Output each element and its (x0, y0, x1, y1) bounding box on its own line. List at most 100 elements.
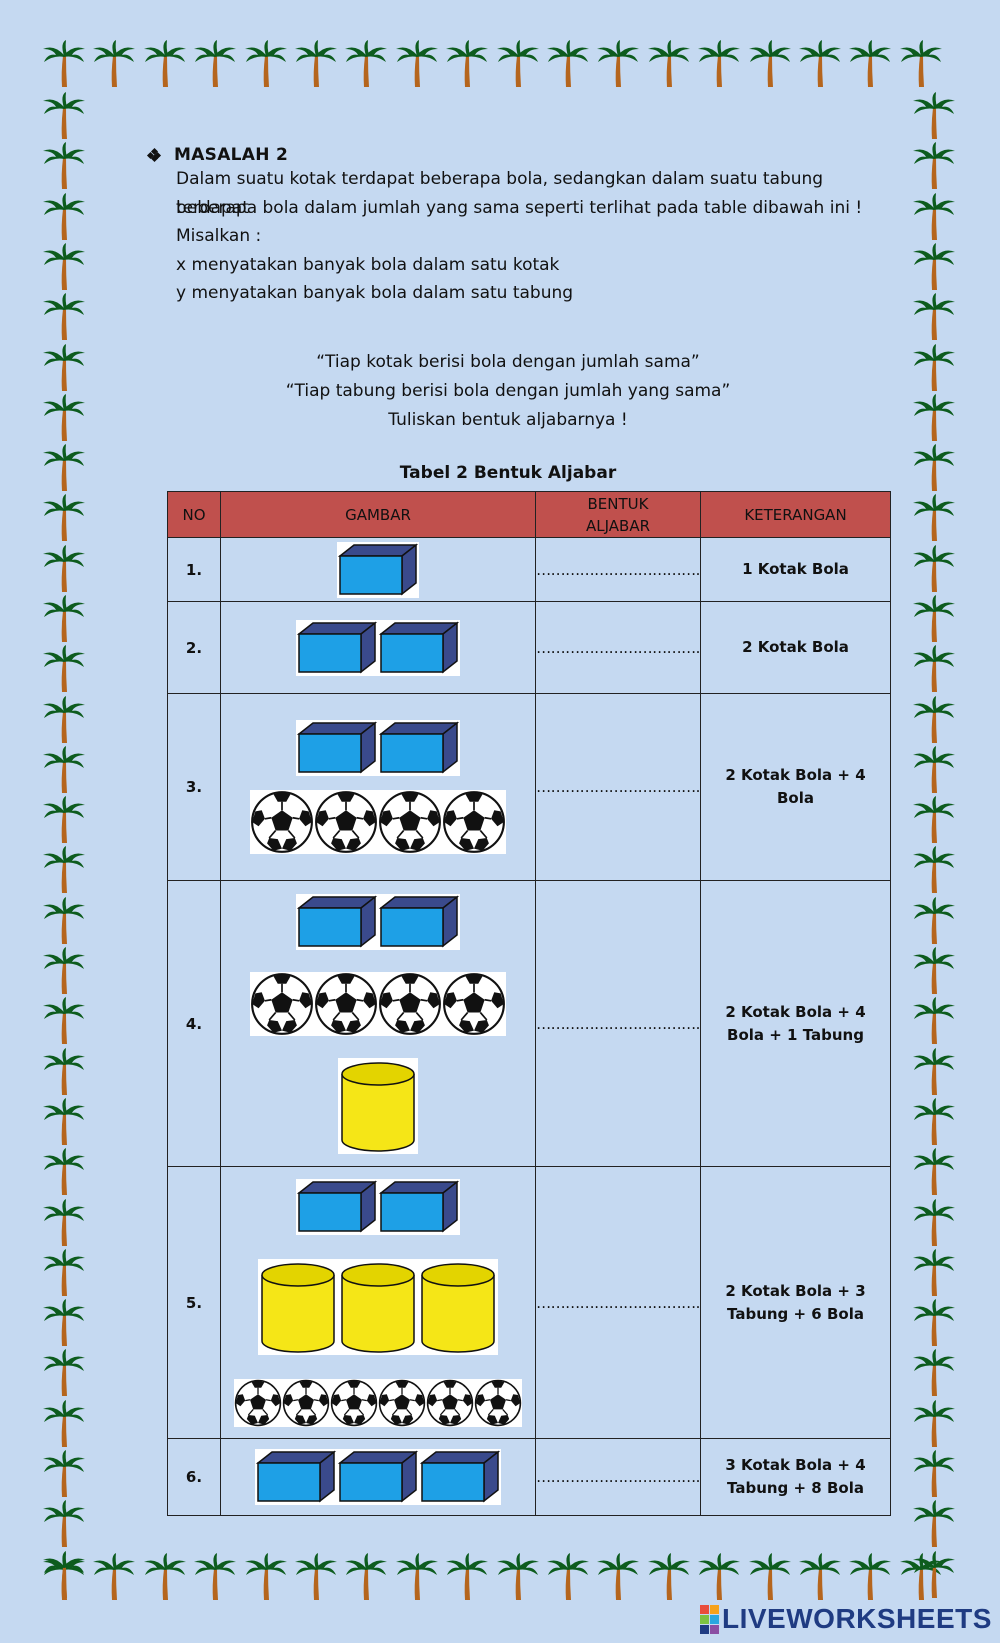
row-keterangan: 3 Kotak Bola + 4 Tabung + 8 Bola (700, 1438, 891, 1516)
table-row: 5.…………………………….2 Kotak Bola + 3 Tabung + … (167, 1166, 891, 1439)
palm-tree-icon (42, 595, 86, 643)
blue-box-icon (419, 1449, 501, 1505)
palm-tree-icon (496, 40, 540, 88)
palm-tree-icon (42, 1500, 86, 1548)
row-picture (220, 1438, 536, 1516)
row-keterangan: 2 Kotak Bola + 3 Tabung + 6 Bola (700, 1166, 891, 1439)
palm-tree-icon (42, 243, 86, 291)
algebra-answer-blank[interactable]: ……………………………. (535, 1166, 701, 1439)
palm-tree-icon (912, 494, 956, 542)
palm-tree-icon (697, 1553, 741, 1601)
blue-box-icon (296, 619, 378, 676)
palm-tree-icon (244, 40, 288, 88)
palm-tree-icon (912, 394, 956, 442)
palm-tree-icon (42, 1199, 86, 1247)
soccer-ball-icon (330, 1378, 378, 1427)
palm-tree-icon (848, 1553, 892, 1601)
palm-tree-icon (912, 92, 956, 140)
palm-tree-icon (912, 1249, 956, 1297)
blue-box-icon (255, 1449, 337, 1505)
palm-tree-icon (912, 1048, 956, 1096)
palm-tree-icon (798, 40, 842, 88)
blue-box-icon (378, 619, 460, 676)
algebra-answer-blank[interactable]: ……………………………. (535, 693, 701, 881)
palm-tree-icon (42, 796, 86, 844)
row-picture (220, 601, 536, 694)
header-gambar: GAMBAR (220, 491, 536, 538)
palm-tree-icon (445, 1553, 489, 1601)
palm-tree-icon (912, 1299, 956, 1347)
palm-tree-icon (42, 947, 86, 995)
problem-title: MASALAH 2 (174, 145, 289, 165)
table-caption: Tabel 2 Bentuk Aljabar (399, 463, 617, 483)
row-number: 4. (167, 880, 221, 1167)
blue-box-icon (296, 720, 378, 776)
palm-tree-icon (912, 796, 956, 844)
soccer-ball-icon (378, 790, 442, 854)
soccer-ball-icon (314, 790, 378, 854)
palm-tree-icon (912, 1349, 956, 1397)
palm-tree-icon (42, 40, 86, 88)
heading-row: MASALAH 2 (146, 145, 289, 165)
problem-line-1: Dalam suatu kotak terdapat beberapa bola… (176, 169, 824, 218)
blue-box-icon (378, 720, 460, 776)
palm-tree-icon (912, 1148, 956, 1196)
quote-tabung: “Tiap tabung berisi bola dengan jumlah y… (285, 381, 731, 401)
palm-tree-icon (546, 1553, 590, 1601)
palm-tree-icon (42, 1299, 86, 1347)
palm-tree-icon (92, 40, 136, 88)
algebra-table: NO GAMBAR BENTUK ALJABAR KETERANGAN 1.……… (167, 491, 891, 1516)
row-picture (220, 693, 536, 881)
palm-tree-icon (395, 40, 439, 88)
palm-tree-icon (912, 846, 956, 894)
logo-mark-icon (700, 1604, 719, 1634)
palm-tree-icon (42, 293, 86, 341)
palm-tree-icon (912, 1199, 956, 1247)
row-picture (220, 537, 536, 602)
palm-tree-icon (193, 1553, 237, 1601)
problem-line-4: x menyatakan banyak bola dalam satu kota… (176, 254, 560, 275)
liveworksheets-logo: LIVEWORKSHEETS (700, 1603, 992, 1635)
palm-tree-icon (42, 746, 86, 794)
palm-tree-icon (42, 1400, 86, 1448)
logo-wordmark: LIVEWORKSHEETS (722, 1603, 992, 1634)
blue-box-icon (337, 541, 419, 598)
palm-tree-icon (798, 1553, 842, 1601)
palm-tree-icon (143, 1553, 187, 1601)
soccer-ball-icon (474, 1378, 522, 1427)
palm-tree-icon (42, 1551, 86, 1599)
palm-tree-icon (596, 40, 640, 88)
palm-tree-icon (42, 1148, 86, 1196)
soccer-ball-icon (378, 1378, 426, 1427)
soccer-ball-icon (314, 971, 378, 1036)
quote-kotak: “Tiap kotak berisi bola dengan jumlah sa… (316, 352, 700, 372)
palm-tree-icon (912, 1500, 956, 1548)
palm-tree-icon (42, 1249, 86, 1297)
algebra-answer-blank[interactable]: ……………………………. (535, 1438, 701, 1516)
row-keterangan: 2 Kotak Bola (700, 601, 891, 694)
row-picture (220, 880, 536, 1167)
palm-tree-icon (42, 1349, 86, 1397)
algebra-answer-blank[interactable]: ……………………………. (535, 537, 701, 602)
palm-tree-icon (42, 193, 86, 241)
palm-tree-icon (546, 40, 590, 88)
header-bentuk-aljabar: BENTUK ALJABAR (535, 491, 701, 538)
palm-tree-icon (912, 997, 956, 1045)
palm-tree-icon (143, 40, 187, 88)
palm-tree-icon (42, 997, 86, 1045)
algebra-answer-blank[interactable]: ……………………………. (535, 880, 701, 1167)
blue-box-icon (378, 893, 460, 950)
blue-box-icon (296, 1178, 378, 1235)
palm-tree-icon (848, 40, 892, 88)
soccer-ball-icon (234, 1378, 282, 1427)
palm-tree-icon (912, 645, 956, 693)
soccer-ball-icon (442, 790, 506, 854)
algebra-answer-blank[interactable]: ……………………………. (535, 601, 701, 694)
soccer-ball-icon (426, 1378, 474, 1427)
palm-tree-icon (748, 40, 792, 88)
palm-tree-icon (42, 1048, 86, 1096)
soccer-ball-icon (378, 971, 442, 1036)
header-no: NO (167, 491, 221, 538)
palm-tree-icon (596, 1553, 640, 1601)
soccer-ball-icon (282, 1378, 330, 1427)
